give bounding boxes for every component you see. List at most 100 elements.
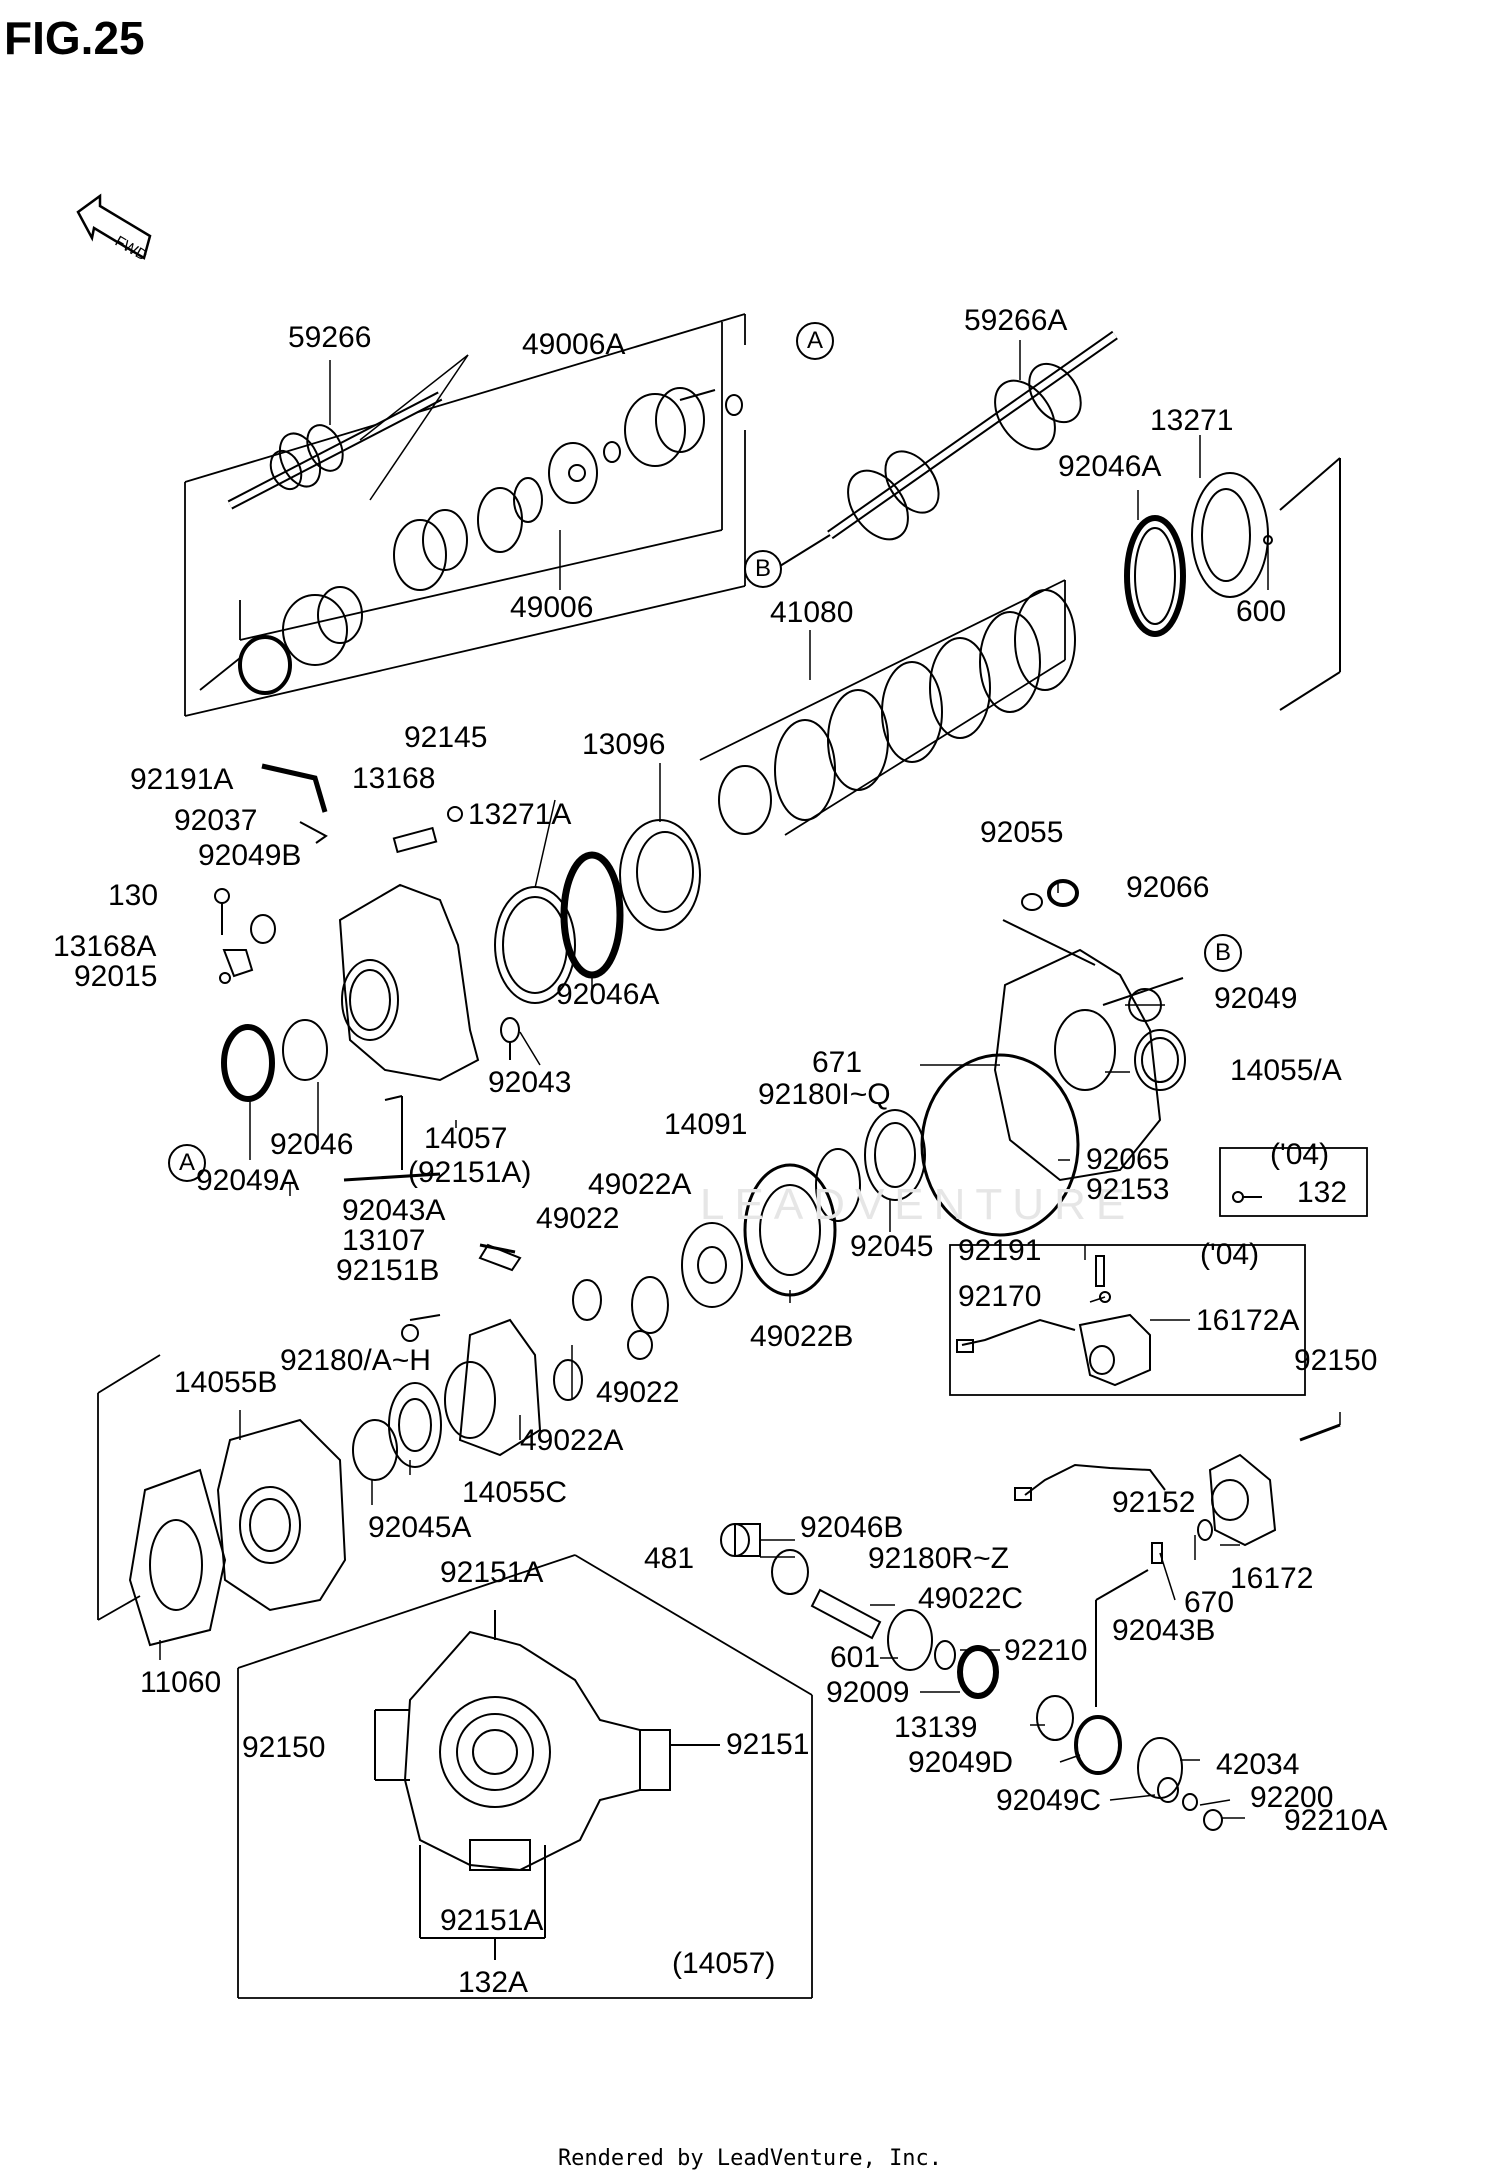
bolt-92151A (343, 1172, 441, 1182)
actuator-16172A (956, 1255, 1151, 1387)
label-92151A-paren: (92151A) (408, 1156, 532, 1189)
label-16172: 16172 (1230, 1562, 1314, 1595)
label-130: 130 (108, 879, 159, 912)
label-13168A: 13168A (53, 930, 157, 963)
label-49006A: 49006A (522, 328, 626, 361)
leader-lines (159, 340, 1341, 1819)
box-04-a (1219, 1147, 1368, 1217)
label-92046A-top: 92046A (1058, 450, 1162, 483)
label-92191: 92191 (958, 1234, 1042, 1267)
label-92037: 92037 (174, 804, 258, 837)
label-92170: 92170 (958, 1280, 1042, 1313)
label-92009: 92009 (826, 1676, 910, 1709)
diff-case-14055C (352, 1318, 542, 1481)
label-671: 671 (812, 1046, 863, 1079)
label-13168: 13168 (352, 762, 436, 795)
clutch-pack-41080-frame (699, 579, 1066, 836)
label-601: 601 (830, 1641, 881, 1674)
label-92180R-Z: 92180R~Z (868, 1542, 1009, 1575)
label-92210: 92210 (1004, 1634, 1088, 1667)
label-92150-right: 92150 (1294, 1344, 1378, 1377)
label-49022B: 49022B (750, 1320, 854, 1353)
label-92043A: 92043A (342, 1194, 446, 1227)
label-92180I-Q: 92180I~Q (758, 1078, 891, 1111)
label-92049C: 92049C (996, 1784, 1102, 1817)
label-92046: 92046 (270, 1128, 354, 1161)
label-59266A: 59266A (964, 304, 1068, 337)
lower-left-frame (97, 1354, 161, 1621)
label-92045: 92045 (850, 1230, 934, 1263)
label-04-a: ('04) (1270, 1138, 1330, 1171)
label-132: 132 (1297, 1176, 1348, 1209)
label-92049D: 92049D (908, 1746, 1014, 1779)
label-49022C: 49022C (918, 1582, 1024, 1615)
label-92200: 92200 (1250, 1781, 1334, 1814)
label-92065: 92065 (1086, 1143, 1170, 1176)
label-92015: 92015 (74, 960, 158, 993)
label-49022A-bot: 49022A (520, 1424, 624, 1457)
callout-a-top: A (796, 322, 834, 360)
center-gears (478, 1109, 926, 1401)
label-59266: 59266 (288, 321, 372, 354)
plate-13271-group (1124, 457, 1341, 711)
label-92045A: 92045A (368, 1511, 472, 1544)
inset-housing (374, 1610, 720, 1960)
label-92145: 92145 (404, 721, 488, 754)
front-axle-group-frame (184, 313, 746, 717)
callout-a-left: A (168, 1144, 206, 1182)
label-92049: 92049 (1214, 982, 1298, 1015)
callout-b-right: B (1204, 934, 1242, 972)
label-92046A-mid: 92046A (556, 978, 660, 1011)
cover-14055B (216, 1418, 347, 1612)
watermark: LEADVENTURE (700, 1180, 1136, 1229)
label-42034: 42034 (1216, 1748, 1300, 1781)
callout-b-top: B (744, 550, 782, 588)
leader-b-upper (779, 534, 831, 567)
label-14091: 14091 (664, 1108, 748, 1141)
label-16172A: 16172A (1196, 1304, 1300, 1337)
label-92151A-top: 92151A (440, 1556, 544, 1589)
gasket-11060 (128, 1468, 227, 1647)
label-13139: 13139 (894, 1711, 978, 1744)
bolt-132-icon (1232, 1191, 1262, 1203)
drive-shaft-59266A (827, 330, 1118, 541)
label-41080: 41080 (770, 596, 854, 629)
label-14055A: 14055/A (1230, 1054, 1342, 1087)
label-49006: 49006 (510, 591, 594, 624)
label-04-b: ('04) (1200, 1238, 1260, 1271)
label-49022A-top: 49022A (588, 1168, 692, 1201)
inset-frame-14057 (237, 1554, 813, 1999)
label-92046B: 92046B (800, 1511, 904, 1544)
box-04-b (949, 1244, 1306, 1396)
label-92049B: 92049B (198, 839, 302, 872)
label-92210A: 92210A (1284, 1804, 1388, 1837)
label-14055B: 14055B (174, 1366, 278, 1399)
housing-14055A (920, 879, 1186, 1237)
label-92150-left: 92150 (242, 1731, 326, 1764)
label-481: 481 (644, 1542, 695, 1575)
label-49022-mid: 49022 (596, 1376, 680, 1409)
seals-left (221, 1019, 328, 1102)
label-49022-top: 49022 (536, 1202, 620, 1235)
label-14055C: 14055C (462, 1476, 568, 1509)
label-13107: 13107 (342, 1224, 426, 1257)
label-92151: 92151 (726, 1728, 810, 1761)
fwd-arrow-icon: FWD (76, 193, 152, 265)
label-14057: 14057 (424, 1122, 508, 1155)
label-670: 670 (1184, 1586, 1235, 1619)
label-600: 600 (1236, 595, 1287, 628)
drive-shaft-59266 (227, 391, 443, 510)
housing-14057 (338, 883, 520, 1082)
actuator-16172 (1014, 1423, 1341, 1547)
label-132A: 132A (458, 1966, 529, 1999)
clutch-plates-41080 (718, 589, 1076, 835)
footer-credit: Rendered by LeadVenture, Inc. (557, 2146, 943, 2171)
label-92055: 92055 (980, 816, 1064, 849)
label-92151A-bot: 92151A (440, 1904, 544, 1937)
label-92153: 92153 (1086, 1173, 1170, 1206)
label-92180A-H: 92180/A~H (280, 1344, 431, 1377)
label-92043B: 92043B (1112, 1614, 1216, 1647)
label-13271A: 13271A (468, 798, 572, 831)
